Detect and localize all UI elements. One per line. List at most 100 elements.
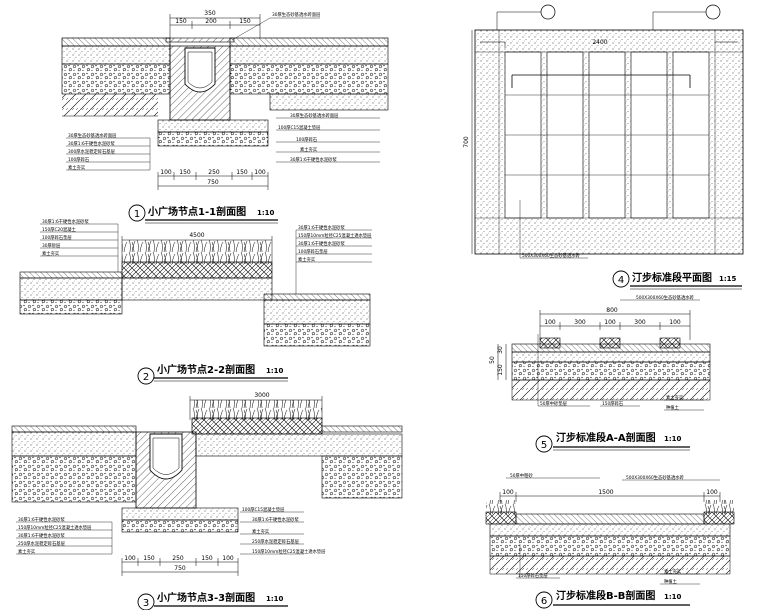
d2-note-r4: 100厚碎石垫层 (298, 248, 328, 255)
d1-note-3: 300厚水泥稳定碎石基层 (68, 148, 116, 155)
d2-title: 小广场节点2-2剖面图 (156, 363, 255, 376)
d3-base-2 (121, 519, 239, 533)
d1-layer-left-2 (61, 63, 171, 95)
d2-note-r5: 素土夯实 (298, 256, 316, 263)
d1-dim-b3: 250 (208, 169, 220, 176)
d3-scale: 1:10 (266, 595, 284, 603)
d5-dim-3: 100 (604, 319, 616, 326)
d1-surface-right (229, 37, 389, 47)
d3-note-4: 250厚水泥稳定碎石基层 (18, 540, 66, 547)
d5-side-2: 150 (497, 364, 504, 376)
d5-sand (511, 351, 711, 363)
d3-pavers (191, 417, 323, 435)
d5-dim-5: 100 (669, 319, 681, 326)
d1-note-r1: 30厚生态砂基透水砖面层 (290, 112, 339, 119)
d5-title: 汀步标准段A-A剖面图 (556, 431, 656, 444)
d5-dim-2: 300 (574, 319, 586, 326)
d1-note-top: 30厚生态砂基透水砖面层 (272, 11, 321, 18)
d3-left-body (11, 431, 137, 457)
d3-note-r2: 30厚1:6干硬性水泥砂浆 (252, 516, 299, 523)
d4-number: 4 (618, 275, 624, 286)
d3-number: 3 (143, 598, 149, 609)
d6-gravel (489, 535, 731, 557)
d2-note-r1: 30厚1:6干硬性水泥砂浆 (298, 224, 345, 231)
d2-note-2: 150厚C20混凝土 (42, 226, 77, 233)
d6-dim-3: 100 (706, 489, 718, 496)
d5-scale: 1:10 (664, 435, 682, 443)
d4-note: 500X300X60生态砂基透水砖 (522, 252, 581, 259)
drawing-6: 100 1500 100 50厚中粗砂 500X300X60生态砂基透水砖 15… (485, 472, 735, 609)
d1-number-circle (128, 204, 146, 222)
d3-title: 小广场节点3-3剖面图 (156, 591, 255, 604)
d6-number: 6 (541, 596, 547, 607)
d3-note-1: 30厚1:6干硬性水泥砂浆 (18, 516, 65, 523)
d3-note-r4: 250厚水泥稳定碎石基层 (252, 538, 300, 545)
d3-note-r1: 100厚C15混凝土垫层 (242, 506, 285, 513)
d1-base-1 (157, 119, 269, 133)
d3-drain-channel (149, 433, 183, 480)
d1-note-2: 30厚1:6干硬性水泥砂浆 (68, 140, 115, 147)
d2-right-surface (263, 293, 371, 301)
d3-note-r5: 150厚10mm粒径C25混凝土透水垫层 (252, 548, 326, 555)
d2-note-r2: 150厚10mm粒径C25混凝土透水垫层 (298, 232, 372, 239)
d4-scale: 1:15 (719, 275, 737, 283)
d5-side-1: 50 (489, 356, 496, 364)
d5-note-brick: 500X300X60生态砂基透水砖 (636, 294, 695, 301)
d5-earth (511, 379, 711, 401)
d3-dim-b3: 250 (172, 555, 184, 562)
d5-number-circle (535, 435, 553, 453)
d5-dim-total: 800 (606, 307, 618, 314)
d1-note-4: 100厚碎石 (68, 156, 90, 163)
d4-cut-marker-b (705, 4, 721, 20)
d1-dim-b4: 150 (236, 169, 248, 176)
d3-right-body (195, 433, 403, 457)
d2-left-base (19, 299, 123, 315)
d5-dim-4: 300 (634, 319, 646, 326)
d3-right-base2 (321, 455, 403, 499)
d1-layer-left-1 (61, 45, 171, 65)
d5-note-plant: 种植土 (666, 404, 680, 411)
d1-dim-total: 750 (207, 179, 219, 186)
d1-note-r3: 100厚碎石 (296, 136, 318, 143)
d5-note-gravel: 150厚碎石 (602, 400, 624, 407)
d5-gravel (511, 361, 711, 381)
d3-grass (192, 400, 322, 420)
d1-dims-top (169, 14, 261, 38)
d3-left-surface (11, 425, 137, 433)
d2-left-surface (19, 271, 123, 279)
d1-note-1: 30厚生态砂基透水砖面层 (68, 132, 117, 139)
d4-dim-top: 2400 (592, 39, 607, 46)
d1-scale: 1:10 (257, 209, 275, 217)
d1-title: 小广场节点1-1剖面图 (147, 205, 246, 218)
d6-title: 汀步标准段B-B剖面图 (556, 589, 655, 602)
drawing-3: 3000 100 150 250 150 100 750 30厚1:6干硬性水泥… (11, 392, 403, 610)
d1-dim-top-b: 200 (205, 18, 217, 25)
d6-grass-left (486, 500, 516, 514)
d2-scale: 1:10 (266, 367, 284, 375)
d2-dim-top: 4500 (189, 232, 204, 239)
d1-dim-b5: 100 (254, 169, 266, 176)
d4-number-circle (612, 270, 630, 288)
d1-dim-top-total: 350 (204, 10, 216, 17)
d3-dim-b1: 100 (124, 555, 136, 562)
d1-dim-top-c: 150 (239, 18, 251, 25)
d3-right-base (321, 425, 403, 433)
d1-layer-right-1 (229, 45, 389, 65)
d2-pavers (121, 261, 273, 279)
d2-left-body (19, 277, 123, 301)
d5-number: 5 (541, 440, 547, 451)
d1-note-r5: 30厚1:6干硬性水泥砂浆 (290, 156, 337, 163)
d3-left-base (11, 455, 137, 503)
d6-note-plant: 种植土 (664, 578, 678, 585)
d6-dim-2: 1500 (598, 489, 613, 496)
d3-note-3: 30厚1:6干硬性水泥砂浆 (18, 532, 65, 539)
d6-scale: 1:10 (664, 593, 682, 601)
d3-number-circle (137, 593, 155, 610)
d1-layer-right-2 (229, 63, 389, 95)
d2-right-body (263, 299, 371, 325)
d5-stones (539, 337, 681, 349)
d2-note-5: 素土夯实 (42, 250, 60, 257)
d6-top-band (515, 513, 705, 525)
d2-number: 2 (143, 372, 149, 383)
d5-side-3: 30 (497, 346, 504, 354)
